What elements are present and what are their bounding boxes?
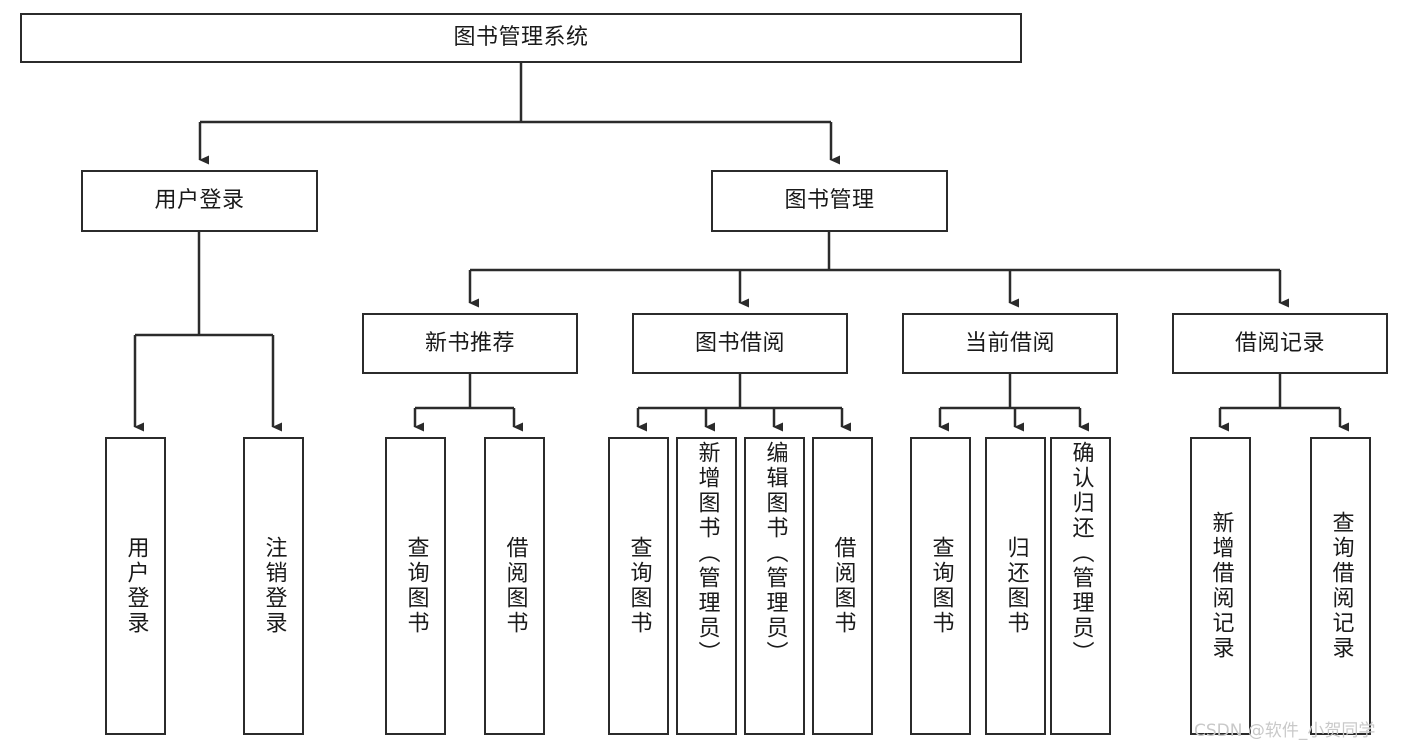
csdn-watermark: CSDN @软件_小贺同学	[1194, 721, 1376, 741]
node-current-borrow-label: 当前借阅	[964, 330, 1055, 356]
node-borrow-records[interactable]: 借阅记录	[1172, 313, 1388, 374]
leaf-edit-book-admin-label: 编辑图书（管理员）	[762, 441, 788, 666]
node-book-borrow[interactable]: 图书借阅	[632, 313, 848, 374]
leaf-add-borrow-record[interactable]: 新增借阅记录	[1190, 437, 1251, 735]
leaf-query-book-borrow-label: 查询图书	[626, 536, 652, 636]
node-user-login[interactable]: 用户登录	[81, 170, 318, 232]
node-new-book-recommend[interactable]: 新书推荐	[362, 313, 578, 374]
node-root[interactable]: 图书管理系统	[20, 13, 1022, 63]
leaf-query-book-recommend[interactable]: 查询图书	[385, 437, 446, 735]
leaf-query-book-current[interactable]: 查询图书	[910, 437, 971, 735]
node-book-management-label: 图书管理	[784, 188, 875, 214]
leaf-query-book-borrow[interactable]: 查询图书	[608, 437, 669, 735]
leaf-query-borrow-record[interactable]: 查询借阅记录	[1310, 437, 1371, 735]
node-borrow-records-label: 借阅记录	[1234, 330, 1325, 356]
leaf-user-login[interactable]: 用户登录	[105, 437, 166, 735]
leaf-query-book-current-label: 查询图书	[928, 536, 954, 636]
leaf-query-borrow-record-label: 查询借阅记录	[1328, 511, 1354, 661]
leaf-borrow-book-recommend[interactable]: 借阅图书	[484, 437, 545, 735]
leaf-user-login-label: 用户登录	[123, 536, 149, 636]
leaf-return-book-label: 归还图书	[1003, 536, 1029, 636]
node-book-borrow-label: 图书借阅	[694, 330, 785, 356]
leaf-confirm-return-admin-label: 确认归还（管理员）	[1068, 441, 1094, 666]
leaf-query-book-recommend-label: 查询图书	[403, 536, 429, 636]
node-new-book-recommend-label: 新书推荐	[424, 330, 515, 356]
node-current-borrow[interactable]: 当前借阅	[902, 313, 1118, 374]
leaf-add-borrow-record-label: 新增借阅记录	[1208, 511, 1234, 661]
leaf-borrow-book[interactable]: 借阅图书	[812, 437, 873, 735]
leaf-borrow-book-label: 借阅图书	[830, 536, 856, 636]
leaf-borrow-book-recommend-label: 借阅图书	[502, 536, 528, 636]
leaf-return-book[interactable]: 归还图书	[985, 437, 1046, 735]
leaf-edit-book-admin[interactable]: 编辑图书（管理员）	[744, 437, 805, 735]
leaf-logout[interactable]: 注销登录	[243, 437, 304, 735]
leaf-logout-label: 注销登录	[261, 536, 287, 636]
node-book-management[interactable]: 图书管理	[711, 170, 948, 232]
leaf-confirm-return-admin[interactable]: 确认归还（管理员）	[1050, 437, 1111, 735]
node-root-label: 图书管理系统	[453, 25, 589, 51]
leaf-add-book-admin[interactable]: 新增图书（管理员）	[676, 437, 737, 735]
leaf-add-book-admin-label: 新增图书（管理员）	[694, 441, 720, 666]
node-user-login-label: 用户登录	[154, 188, 245, 214]
